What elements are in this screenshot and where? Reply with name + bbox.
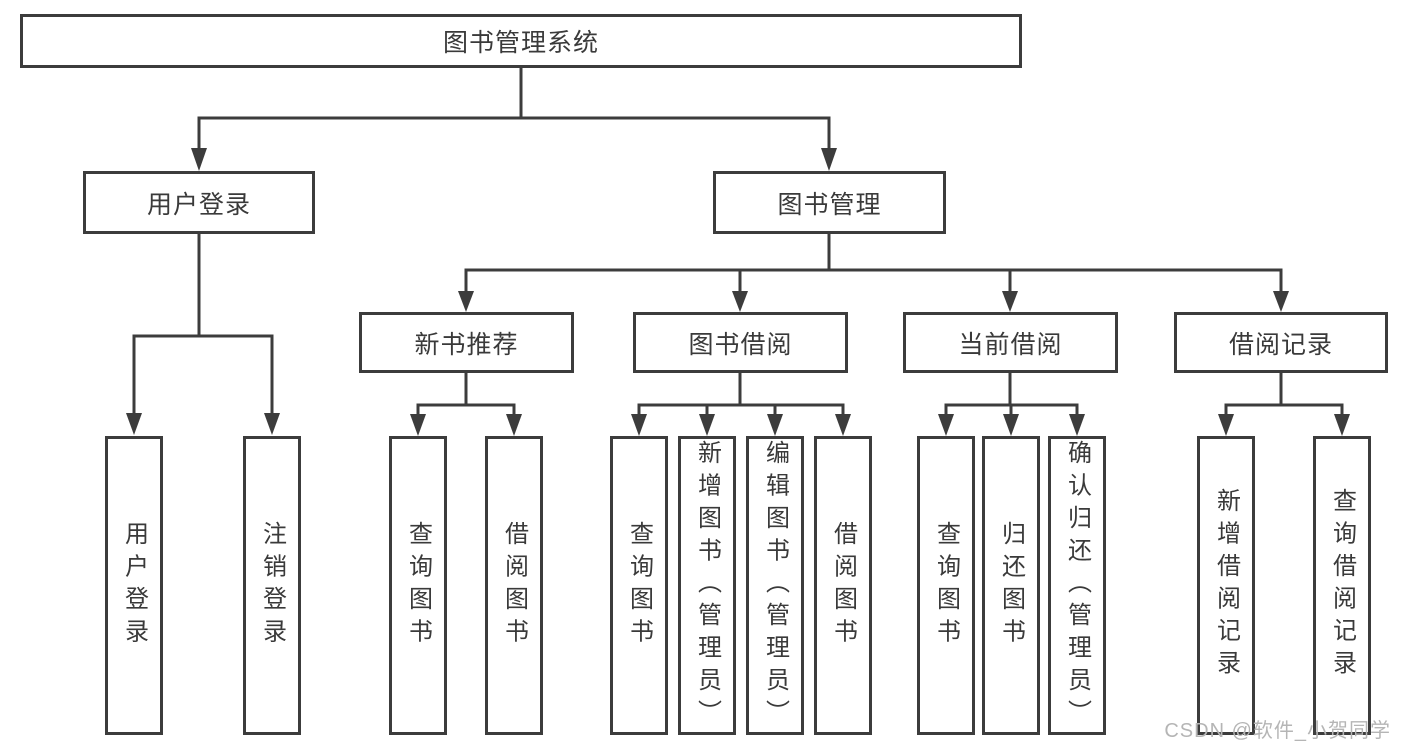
node-label: 确认归还（管理员） — [1063, 439, 1091, 732]
arrow-icon — [1273, 291, 1289, 312]
leaf-logout: 注销登录 — [243, 436, 301, 735]
node-current-borrow: 当前借阅 — [903, 312, 1118, 373]
arrow-icon — [1218, 414, 1234, 436]
node-label: 用户登录 — [120, 520, 148, 651]
arrow-icon — [506, 414, 522, 436]
arrow-icon — [767, 414, 783, 436]
edge-root-to-branches — [197, 66, 831, 152]
arrow-icon — [126, 413, 142, 435]
node-borrow-records: 借阅记录 — [1174, 312, 1388, 373]
edge-borrow-to-leaves — [637, 371, 845, 418]
csdn-watermark: CSDN @软件_小贺同学 — [1164, 720, 1391, 742]
leaf-query-borrow-record: 查询借阅记录 — [1313, 436, 1371, 735]
arrow-icon — [410, 414, 426, 436]
node-label: 图书管理 — [777, 190, 882, 219]
leaf-borrow-books-recommend: 借阅图书 — [485, 436, 543, 735]
arrow-icon — [1002, 291, 1018, 312]
arrow-icon — [1334, 414, 1350, 436]
arrow-icon — [631, 414, 647, 436]
node-label: 查询借阅记录 — [1328, 488, 1356, 683]
leaf-return-books: 归还图书 — [982, 436, 1040, 735]
node-label: 当前借阅 — [958, 330, 1063, 359]
node-label: 图书管理系统 — [442, 29, 599, 57]
edge-bookmgmt-to-modules — [464, 232, 1283, 295]
tree-edges — [132, 66, 1344, 418]
arrow-icon — [264, 413, 280, 435]
leaf-confirm-return-admin: 确认归还（管理员） — [1048, 436, 1106, 735]
edge-newbook-to-leaves — [416, 371, 516, 418]
leaf-query-books-current: 查询图书 — [917, 436, 975, 735]
leaf-add-books-admin: 新增图书（管理员） — [678, 436, 736, 735]
node-label: 图书借阅 — [688, 330, 793, 359]
node-new-book-recommend: 新书推荐 — [359, 312, 574, 373]
leaf-query-books-borrow: 查询图书 — [610, 436, 668, 735]
node-book-borrow: 图书借阅 — [633, 312, 848, 373]
node-label: 查询图书 — [404, 520, 432, 651]
edge-userlogin-to-leaves — [132, 232, 274, 417]
arrow-icon — [1069, 414, 1085, 436]
arrow-icon — [732, 291, 748, 312]
node-label: 查询图书 — [932, 520, 960, 651]
arrow-icon — [835, 414, 851, 436]
node-book-management: 图书管理 — [713, 171, 946, 234]
node-label: 借阅记录 — [1228, 330, 1333, 359]
leaf-add-borrow-record: 新增借阅记录 — [1197, 436, 1255, 735]
arrow-icon — [458, 291, 474, 312]
arrow-icon — [938, 414, 954, 436]
leaf-edit-books-admin: 编辑图书（管理员） — [746, 436, 804, 735]
arrow-icon — [1003, 414, 1019, 436]
node-label: 编辑图书（管理员） — [761, 439, 789, 732]
node-user-login: 用户登录 — [83, 171, 315, 234]
edge-current-to-leaves — [944, 371, 1079, 418]
node-label: 查询图书 — [625, 520, 653, 651]
leaf-query-books-recommend: 查询图书 — [389, 436, 447, 735]
node-label: 新增图书（管理员） — [693, 439, 721, 732]
node-label: 归还图书 — [997, 520, 1025, 651]
node-label: 新书推荐 — [414, 330, 519, 359]
node-label: 新增借阅记录 — [1212, 488, 1240, 683]
node-label: 注销登录 — [258, 520, 286, 651]
node-label: 用户登录 — [146, 190, 251, 219]
leaf-borrow-books: 借阅图书 — [814, 436, 872, 735]
arrowheads — [126, 148, 1350, 436]
leaf-user-login: 用户登录 — [105, 436, 163, 735]
arrow-icon — [821, 148, 837, 171]
arrow-icon — [191, 148, 207, 171]
node-label: 借阅图书 — [500, 520, 528, 651]
node-label: 借阅图书 — [829, 520, 857, 651]
arrow-icon — [699, 414, 715, 436]
edge-records-to-leaves — [1224, 371, 1344, 418]
node-root: 图书管理系统 — [20, 14, 1022, 68]
